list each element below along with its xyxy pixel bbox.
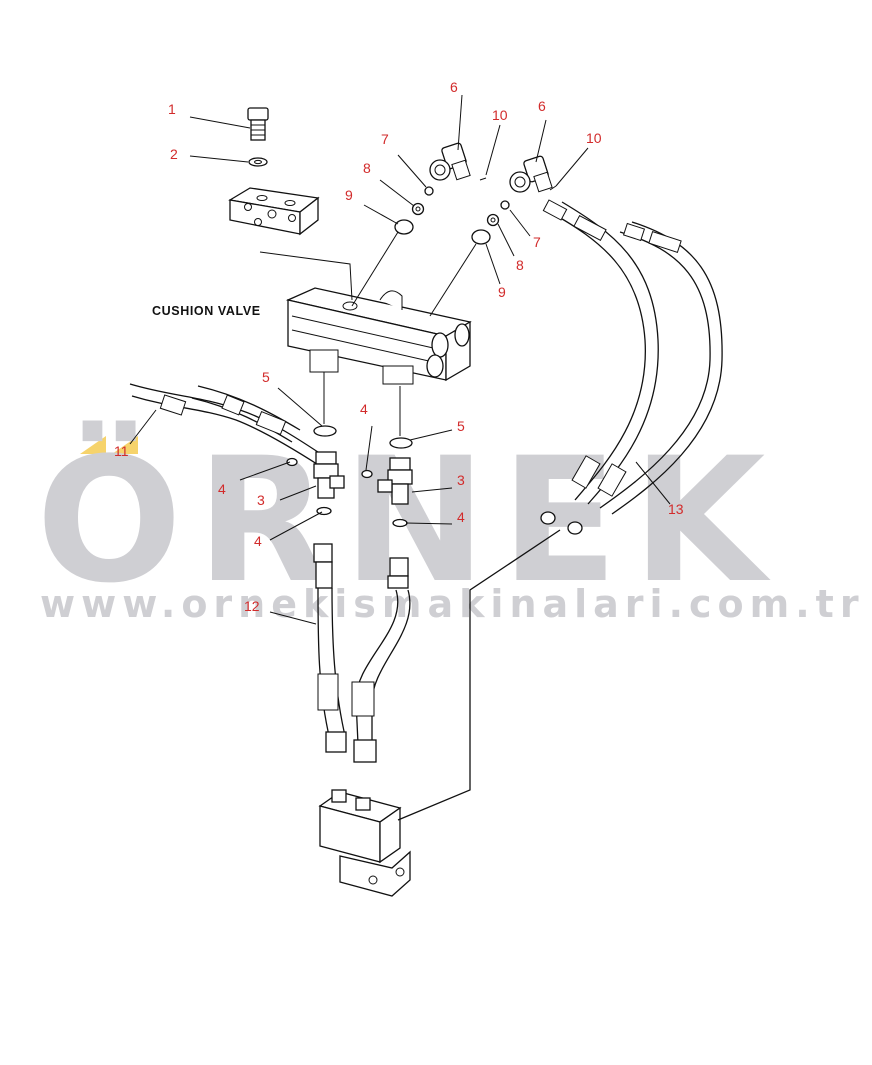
watermark-url: www.ornekismakinalari.com.tr <box>40 582 865 626</box>
callout-8b: 8 <box>516 257 524 273</box>
callout-1: 1 <box>168 101 176 117</box>
watermark: ÖRNEK www.ornekismakinalari.com.tr <box>36 420 865 626</box>
callout-10a: 10 <box>492 107 508 123</box>
callout-11: 11 <box>114 443 129 459</box>
callout-3b: 3 <box>457 472 465 488</box>
o-ring-5-left <box>313 425 337 437</box>
callout-9b: 9 <box>498 284 506 300</box>
adapter-fitting-right <box>377 457 413 505</box>
callout-4c: 4 <box>457 509 465 525</box>
callout-5a: 5 <box>262 369 270 385</box>
leader-lines <box>129 94 671 625</box>
callout-7a: 7 <box>381 131 389 147</box>
callout-7b: 7 <box>533 234 541 250</box>
callout-9a: 9 <box>345 187 353 203</box>
callout-6b: 6 <box>538 98 546 114</box>
elbow-fitting-right <box>509 155 553 193</box>
adapter-fitting-left <box>313 451 345 499</box>
valve-block-bracket <box>318 529 561 897</box>
o-ring-4a <box>286 457 298 467</box>
o-ring-4b <box>361 469 373 479</box>
callouts: 1 2 6 6 10 10 7 7 8 8 9 9 5 5 4 4 4 4 3 … <box>114 79 684 614</box>
hose-assembly-lower <box>313 543 411 763</box>
callout-5b: 5 <box>457 418 465 434</box>
elbow-fitting-left <box>429 142 471 181</box>
o-ring-4d <box>392 518 408 528</box>
hose-assembly-right <box>540 199 723 535</box>
cushion-valve-body <box>285 287 472 385</box>
callout-12: 12 <box>244 598 260 614</box>
callout-2: 2 <box>170 146 178 162</box>
mounting-plate <box>228 187 320 236</box>
callout-10b: 10 <box>586 130 602 146</box>
bolt <box>247 107 269 141</box>
callout-4a: 4 <box>360 401 368 417</box>
watermark-accent-mark <box>80 436 106 454</box>
callout-4d: 4 <box>254 533 262 549</box>
component-label: CUSHION VALVE <box>152 304 261 318</box>
callout-3a: 3 <box>257 492 265 508</box>
o-ring-large-right <box>471 229 491 245</box>
seal-ring-right <box>500 200 510 210</box>
hose-assembly-left <box>129 383 331 467</box>
seal-ring-left <box>424 186 434 196</box>
callout-13: 13 <box>668 501 684 517</box>
callout-6a: 6 <box>450 79 458 95</box>
callout-8a: 8 <box>363 160 371 176</box>
callout-4b: 4 <box>218 481 226 497</box>
o-ring-large-left <box>394 219 414 235</box>
o-ring-5-right <box>389 437 413 449</box>
watermark-accent-mark-2 <box>112 436 138 454</box>
